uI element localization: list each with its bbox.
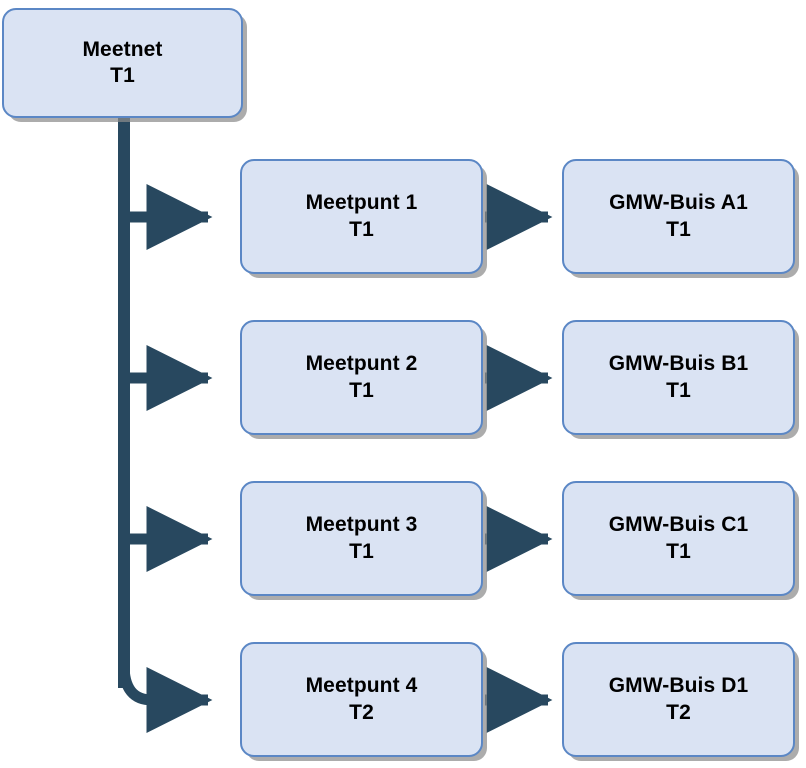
node-gmw-buis-b1-line1: GMW-Buis B1	[608, 352, 749, 376]
node-gmw-buis-a1-line1: GMW-Buis A1	[609, 191, 748, 215]
branch-connector-4	[118, 664, 213, 733]
node-meetpunt-1[interactable]: Meetpunt 1 T1	[240, 159, 483, 274]
node-gmw-buis-d1-line2: T2	[666, 700, 691, 724]
node-gmw-buis-c1-line2: T1	[666, 539, 691, 563]
node-meetpunt-3-line1: Meetpunt 3	[305, 513, 418, 537]
node-meetpunt-2[interactable]: Meetpunt 2 T1	[240, 320, 483, 435]
node-meetpunt-3-line2: T1	[349, 539, 374, 563]
node-gmw-buis-a1[interactable]: GMW-Buis A1 T1	[562, 159, 795, 274]
node-meetpunt-4-line1: Meetpunt 4	[305, 674, 418, 698]
node-meetnet[interactable]: Meetnet T1	[2, 8, 243, 118]
node-gmw-buis-c1[interactable]: GMW-Buis C1 T1	[562, 481, 795, 596]
node-meetnet-line1: Meetnet	[82, 37, 163, 61]
node-meetpunt-4-line2: T2	[349, 700, 374, 724]
node-meetpunt-2-line2: T1	[349, 378, 374, 402]
node-meetpunt-3[interactable]: Meetpunt 3 T1	[240, 481, 483, 596]
node-meetpunt-1-line1: Meetpunt 1	[305, 191, 418, 215]
node-gmw-buis-b1[interactable]: GMW-Buis B1 T1	[562, 320, 795, 435]
node-gmw-buis-d1[interactable]: GMW-Buis D1 T2	[562, 642, 795, 757]
node-meetpunt-1-line2: T1	[349, 217, 374, 241]
node-gmw-buis-a1-line2: T1	[666, 217, 691, 241]
node-meetnet-line2: T1	[110, 64, 135, 87]
node-gmw-buis-d1-line1: GMW-Buis D1	[608, 674, 749, 698]
node-gmw-buis-c1-line1: GMW-Buis C1	[608, 513, 749, 537]
node-meetpunt-2-line1: Meetpunt 2	[305, 352, 418, 376]
node-meetpunt-4[interactable]: Meetpunt 4 T2	[240, 642, 483, 757]
node-gmw-buis-b1-line2: T1	[666, 378, 691, 402]
